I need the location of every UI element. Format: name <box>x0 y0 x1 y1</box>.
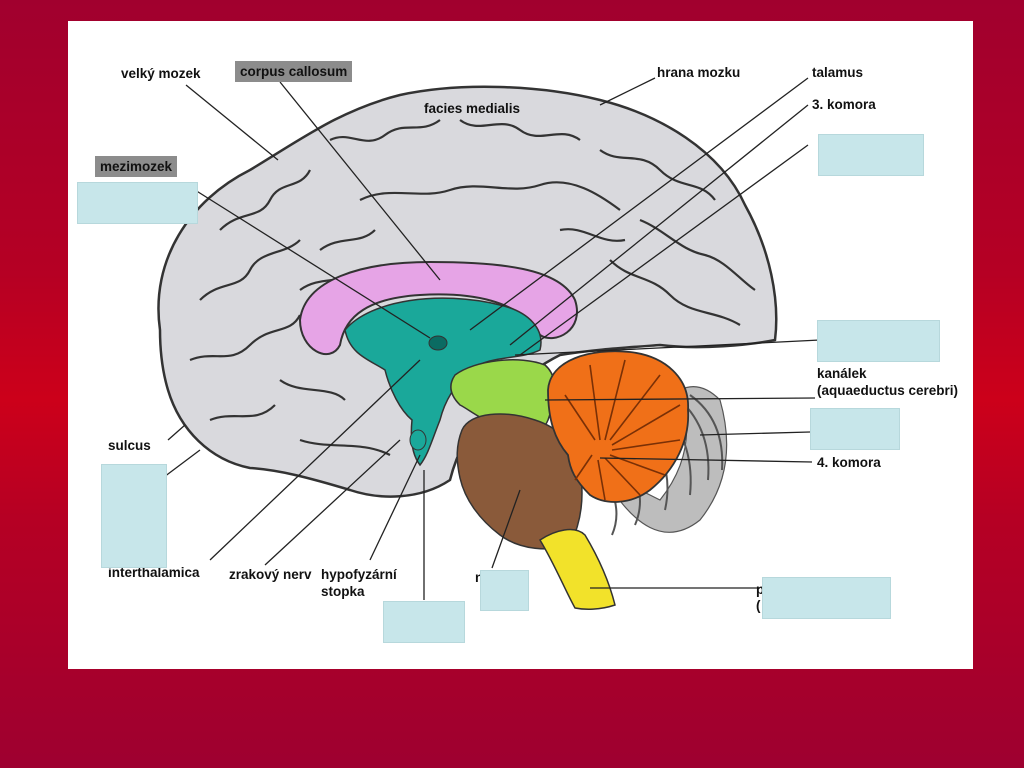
answer-box-bottom-small[interactable] <box>480 570 529 611</box>
corpus-callosum <box>298 260 578 356</box>
label-sulcus: sulcus <box>108 438 151 453</box>
answer-box-top-right[interactable] <box>818 134 924 176</box>
label-4-komora: 4. komora <box>817 455 881 470</box>
cerebellum <box>547 350 689 503</box>
label-kanalek: kanálek <box>817 366 867 381</box>
medulla <box>538 528 616 610</box>
answer-box-right-upper[interactable] <box>817 320 940 362</box>
answer-box-bottom-right[interactable] <box>762 577 891 619</box>
diencephalon <box>344 297 542 467</box>
label-partial-p: p <box>756 582 765 597</box>
label-interthalamica: interthalamica <box>108 565 200 580</box>
answer-box-right-middle[interactable] <box>810 408 900 450</box>
label-partial-paren: ( <box>756 598 761 613</box>
label-mezimozek: mezimozek <box>95 156 178 177</box>
answer-box-mezimozek[interactable] <box>77 182 198 224</box>
label-talamus: talamus <box>812 65 864 80</box>
label-velky-mozek: velký mozek <box>121 66 201 81</box>
label-partial-n: n <box>475 570 483 585</box>
label-zrakovy-nerv: zrakový nerv <box>229 567 312 582</box>
leader-lines <box>159 77 821 600</box>
label-hrana-mozku: hrana mozku <box>657 65 741 80</box>
gyri-lines <box>189 119 756 456</box>
label-corpus-callosum: corpus callosum <box>235 61 353 82</box>
answer-box-bottom-center[interactable] <box>383 601 465 643</box>
label-3-komora: 3. komora <box>812 97 876 112</box>
label-aquaeductus: (aquaeductus cerebri) <box>817 383 959 398</box>
label-facies-medialis: facies medialis <box>424 101 521 116</box>
label-stopka: stopka <box>321 584 365 599</box>
answer-box-left-adhesio[interactable] <box>101 464 167 568</box>
label-hypofyzarni: hypofyzární <box>321 567 397 582</box>
